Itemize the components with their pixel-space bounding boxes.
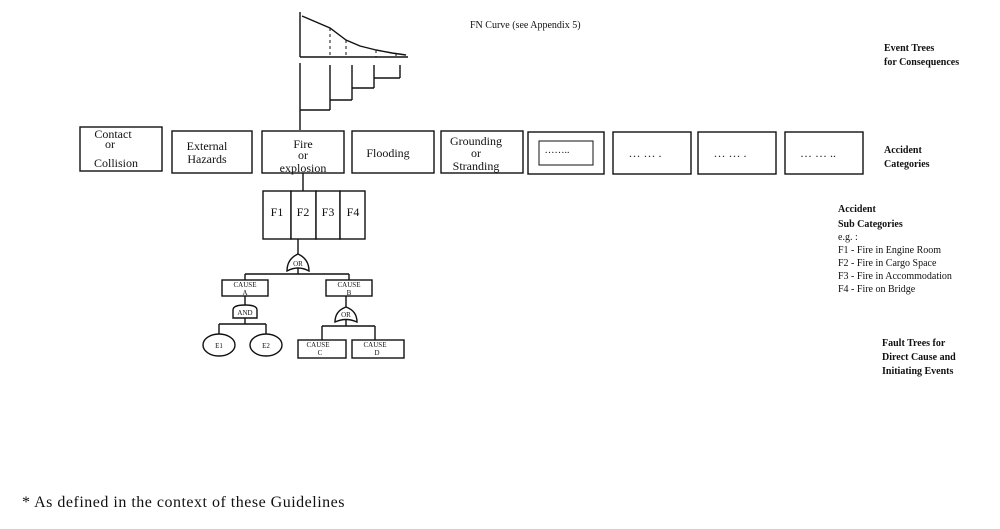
subcategory-f2-box bbox=[290, 190, 317, 240]
event-e1-label: E1 bbox=[215, 342, 223, 350]
label-event-trees: Event Trees for Consequences bbox=[884, 43, 959, 68]
cause-b-label-line1: CAUSE bbox=[338, 281, 361, 289]
label-fault-trees: Fault Trees for Direct Cause and Initiat… bbox=[882, 338, 956, 377]
category-label-line1: Fire bbox=[293, 137, 312, 151]
subcategory-f1-label: F1 bbox=[271, 205, 284, 219]
cause-b-label-line2: B bbox=[347, 289, 352, 297]
label-sub-categories-eg: e.g. : bbox=[838, 232, 858, 243]
label-fault-trees-line1: Fault Trees for bbox=[882, 338, 946, 349]
cause-d-label-line1: CAUSE bbox=[364, 341, 387, 349]
category-placeholder-2: … … . bbox=[612, 131, 692, 175]
label-fault-trees-line3: Initiating Events bbox=[882, 366, 954, 377]
label-event-trees-line2: for Consequences bbox=[884, 57, 959, 68]
category-label-line2: or bbox=[298, 148, 308, 162]
subcategory-f2-label: F2 bbox=[297, 205, 310, 219]
label-fault-trees-line2: Direct Cause and bbox=[882, 352, 956, 363]
category-label-line1: Contact bbox=[94, 127, 132, 141]
subcategory-f4-label: F4 bbox=[347, 205, 360, 219]
category-contact-collision: Contact or Collision bbox=[79, 126, 163, 172]
category-label-line1: Grounding bbox=[450, 134, 502, 148]
fn-curve-label: FN Curve (see Appendix 5) bbox=[470, 20, 581, 31]
event-e2 bbox=[249, 333, 283, 357]
and-gate-label: AND bbox=[237, 309, 252, 317]
subcategory-f3-label: F3 bbox=[322, 205, 335, 219]
cause-b-box bbox=[325, 279, 373, 297]
sub-category-item: F3 - Fire in Accommodation bbox=[838, 271, 952, 282]
cause-d-label-line2: D bbox=[374, 349, 379, 357]
cause-a-label-line1: CAUSE bbox=[234, 281, 257, 289]
or-gate-b-label: OR bbox=[341, 311, 351, 319]
subcategory-f1-box bbox=[262, 190, 292, 240]
category-flooding: Flooding bbox=[351, 130, 435, 174]
cause-d-box bbox=[351, 339, 405, 359]
subcategory-boxes: F1 F2 F3 F4 bbox=[262, 190, 366, 240]
category-label-line3: explosion bbox=[280, 161, 327, 175]
cause-c-label-line2: C bbox=[318, 349, 323, 357]
fn-curve-chart bbox=[299, 12, 408, 58]
cause-a-label-line2: A bbox=[242, 289, 247, 297]
category-placeholder-text: …….. bbox=[545, 145, 570, 156]
subcategory-f4-box bbox=[339, 190, 366, 240]
category-label-line2: or bbox=[105, 137, 115, 151]
fault-tree: OR CAUSE A CAUSE B AND E1 E2 OR bbox=[202, 239, 405, 359]
category-placeholder-text: … … .. bbox=[800, 146, 836, 160]
category-placeholder-1: …….. bbox=[527, 131, 605, 175]
sub-category-item: F1 - Fire in Engine Room bbox=[838, 245, 941, 256]
or-gate-b bbox=[334, 306, 358, 324]
category-external-hazards: External Hazards bbox=[171, 130, 253, 174]
category-label-line2: Hazards bbox=[187, 152, 227, 166]
category-placeholder-3: … … . bbox=[697, 131, 777, 175]
sub-category-item: F2 - Fire in Cargo Space bbox=[838, 258, 937, 269]
category-grounding-stranding: Grounding or Stranding bbox=[440, 130, 524, 174]
or-gate-top-label: OR bbox=[293, 260, 303, 268]
cause-c-label-line1: CAUSE bbox=[307, 341, 330, 349]
category-placeholder-4: … … .. bbox=[784, 131, 864, 175]
cause-c-box bbox=[297, 339, 347, 359]
and-gate bbox=[232, 304, 258, 319]
label-sub-categories-line2: Sub Categories bbox=[838, 219, 903, 230]
label-sub-categories: Accident Sub Categories e.g. : F1 - Fire… bbox=[838, 204, 952, 295]
footnote: * As defined in the context of these Gui… bbox=[22, 494, 345, 511]
label-accident-categories-line2: Categories bbox=[884, 159, 930, 170]
category-placeholder-text: … … . bbox=[714, 146, 747, 160]
label-sub-categories-line1: Accident bbox=[838, 204, 876, 215]
category-label-line3: Stranding bbox=[453, 159, 500, 173]
category-label-line3: Collision bbox=[94, 156, 138, 170]
category-label: Flooding bbox=[366, 146, 409, 160]
category-fire-explosion: Fire or explosion bbox=[261, 130, 345, 175]
event-tree bbox=[299, 63, 401, 130]
label-accident-categories: Accident Categories bbox=[884, 145, 930, 170]
label-event-trees-line1: Event Trees bbox=[884, 43, 934, 54]
category-placeholder-text: … … . bbox=[629, 146, 662, 160]
category-label-line1: External bbox=[187, 139, 228, 153]
sub-category-item: F4 - Fire on Bridge bbox=[838, 284, 916, 295]
category-label-line2: or bbox=[471, 146, 481, 160]
label-accident-categories-line1: Accident bbox=[884, 145, 922, 156]
event-e1 bbox=[202, 333, 236, 357]
subcategory-f3-box bbox=[315, 190, 341, 240]
event-e2-label: E2 bbox=[262, 342, 270, 350]
